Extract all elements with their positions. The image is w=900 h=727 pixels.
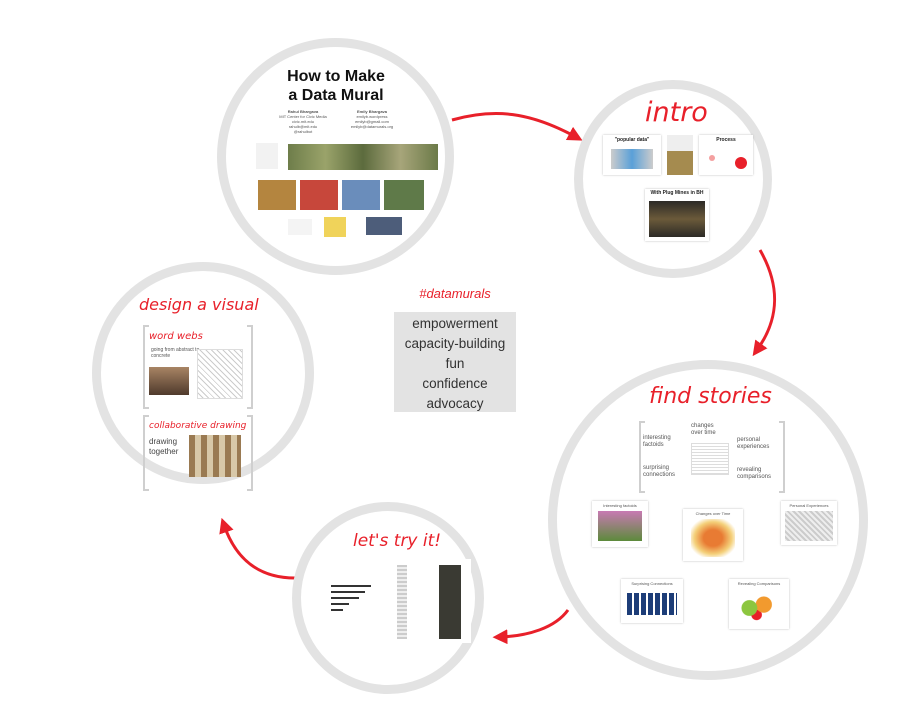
intro-circle[interactable]: intro "popular data" Process With Plug M… [574, 80, 772, 278]
qr-thumb [256, 143, 278, 169]
slide-surprising-connections: Surprising Connections [621, 579, 683, 623]
find-stories-title: find stories [649, 384, 772, 409]
collaborative-drawing-label: collaborative drawing [149, 421, 247, 431]
hashtag-label: #datamurals [419, 286, 491, 301]
value-item-2: fun [445, 356, 465, 371]
mural-photo-2 [300, 180, 338, 210]
mural-photo-4 [384, 180, 424, 210]
value-item-4: advocacy [426, 396, 484, 411]
arrow-intro-to-find [752, 249, 777, 357]
design-a-visual-circle[interactable]: design a visual word webs going from abs… [92, 262, 314, 491]
word-webs-sketch [197, 349, 243, 399]
changes-table-thumb [691, 443, 729, 475]
intro-title: intro [645, 97, 708, 128]
word-webs-label: word webs [149, 331, 203, 342]
slide-interesting-factoids: Interesting factoids [592, 501, 648, 547]
word-webs-text: going from abstract to concrete [151, 347, 200, 359]
value-item-1: capacity-building [404, 336, 506, 351]
word-changes-over-time: changes over time [691, 423, 716, 436]
collaborative-drawing-photo [189, 435, 241, 477]
word-personal-experiences: personal experiences [737, 437, 770, 450]
author-block-2: Emily Bhargava emilyb.wordpress emilyb@g… [350, 109, 394, 129]
arrow-find-to-try [492, 609, 570, 645]
slide-personal-experiences: Personal Experiences [781, 501, 837, 545]
intro-slide-popular-data: "popular data" [603, 135, 661, 175]
mural-photo-1 [258, 180, 296, 210]
title-heading-line1: How to Make [287, 68, 385, 85]
title-heading-line2: a Data Mural [288, 87, 384, 104]
intro-slide-process: Process [699, 135, 753, 175]
lets-try-it-title: let's try it! [353, 531, 442, 551]
intro-slide-video: With Plug Mines in BH [645, 189, 709, 241]
value-item-0: empowerment [412, 316, 498, 331]
author-block-1: Rahul Bhargava MIT Center for Civic Medi… [279, 109, 327, 134]
collaborative-drawing-text-2: together [149, 447, 179, 456]
mural-strip-photo [288, 144, 438, 170]
intro-small-thumb [667, 135, 693, 175]
slide-changes-over-time: Changes over Time [683, 509, 743, 561]
slide-revealing-comparisons: Revealing Comparisons [729, 579, 789, 629]
mural-photo-3 [342, 180, 380, 210]
logo-thumb-1 [288, 219, 312, 235]
design-a-visual-title: design a visual [139, 295, 259, 314]
word-revealing-comparisons: revealing comparisons [737, 467, 772, 480]
word-interesting-factoids: interesting factoids [643, 435, 671, 448]
title-circle[interactable]: How to Make a Data Mural Rahul Bhargava … [217, 38, 454, 275]
find-stories-circle[interactable]: find stories interesting factoids change… [548, 360, 868, 680]
center-values-box: empowerment capacity-building fun confid… [394, 312, 516, 412]
arrow-try-to-design [219, 517, 296, 580]
logo-thumb-2 [324, 217, 346, 237]
logo-thumb-3 [366, 217, 402, 235]
word-surprising-connections: surprising connections [643, 465, 676, 478]
try-worksheet-thumb [321, 559, 471, 643]
arrow-title-to-intro [451, 112, 583, 141]
value-item-3: confidence [422, 376, 488, 391]
word-webs-photo [149, 367, 189, 395]
lets-try-it-circle[interactable]: let's try it! [292, 502, 484, 694]
collaborative-drawing-text-1: drawing [149, 437, 178, 446]
